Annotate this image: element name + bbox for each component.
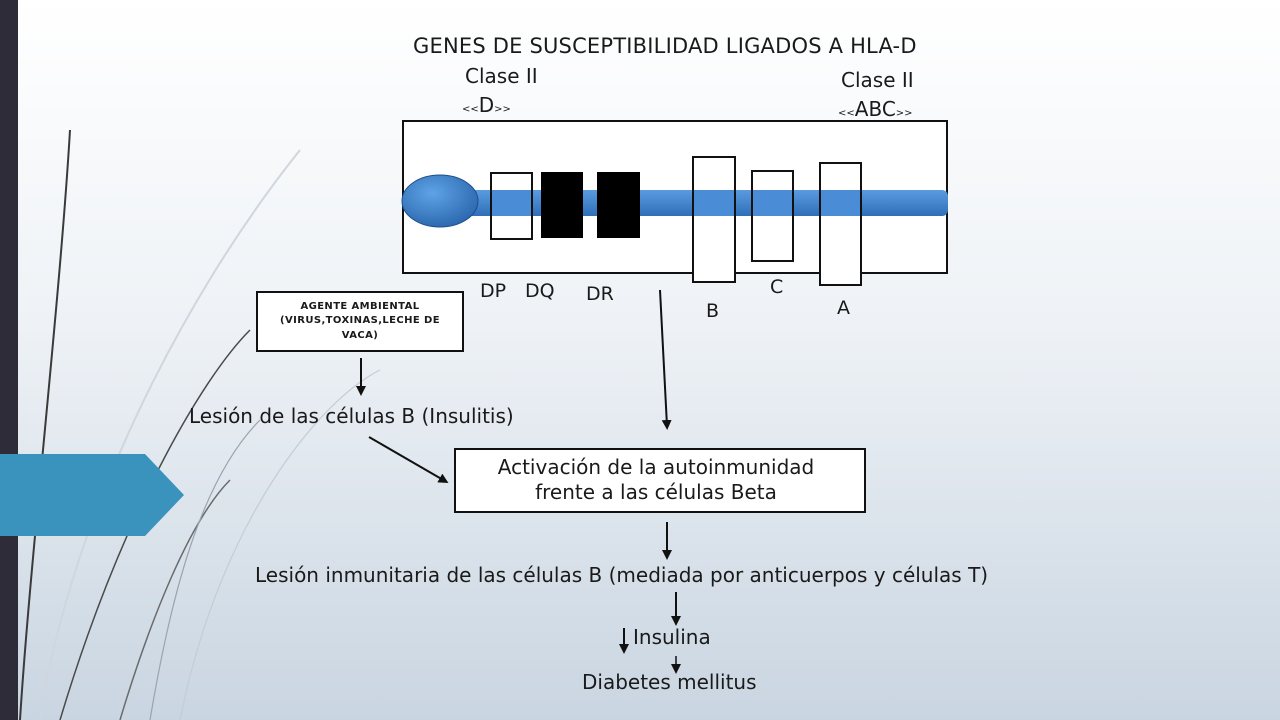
class-right-sub: <<ABC>> (838, 97, 913, 121)
locus-b (692, 156, 736, 283)
insulina-text: Insulina (633, 625, 711, 649)
left-sidebar-bar (0, 0, 18, 720)
label-dq: DQ (525, 280, 555, 302)
insulitis-lesion-text: Lesión de las células B (Insulitis) (189, 404, 514, 428)
label-a: A (837, 297, 850, 319)
environmental-agent-box: AGENTE AMBIENTAL (VIRUS,TOXINAS,LECHE DE… (256, 291, 464, 352)
diagram-title: GENES DE SUSCEPTIBILIDAD LIGADOS A HLA-D (413, 34, 917, 58)
autoimmunity-activation-box: Activación de la autoinmunidad frente a … (454, 448, 866, 513)
immune-lesion-text: Lesión inmunitaria de las células B (med… (255, 563, 989, 587)
centromere (401, 174, 479, 228)
label-dr: DR (586, 283, 614, 305)
label-b: B (706, 300, 720, 322)
locus-dr (597, 172, 640, 238)
side-tab (0, 454, 184, 536)
arrow-gene-to-activation (659, 289, 672, 430)
class-left-sub: <<D>> (462, 93, 511, 117)
class-right-label: Clase II (841, 68, 914, 92)
locus-dq (541, 172, 583, 238)
locus-a (819, 162, 862, 286)
label-dp: DP (480, 280, 507, 302)
class-left-label: Clase II (465, 64, 538, 88)
arrow-lesion-to-activation (368, 436, 449, 484)
label-c: C (770, 276, 784, 298)
diabetes-text: Diabetes mellitus (582, 670, 757, 694)
